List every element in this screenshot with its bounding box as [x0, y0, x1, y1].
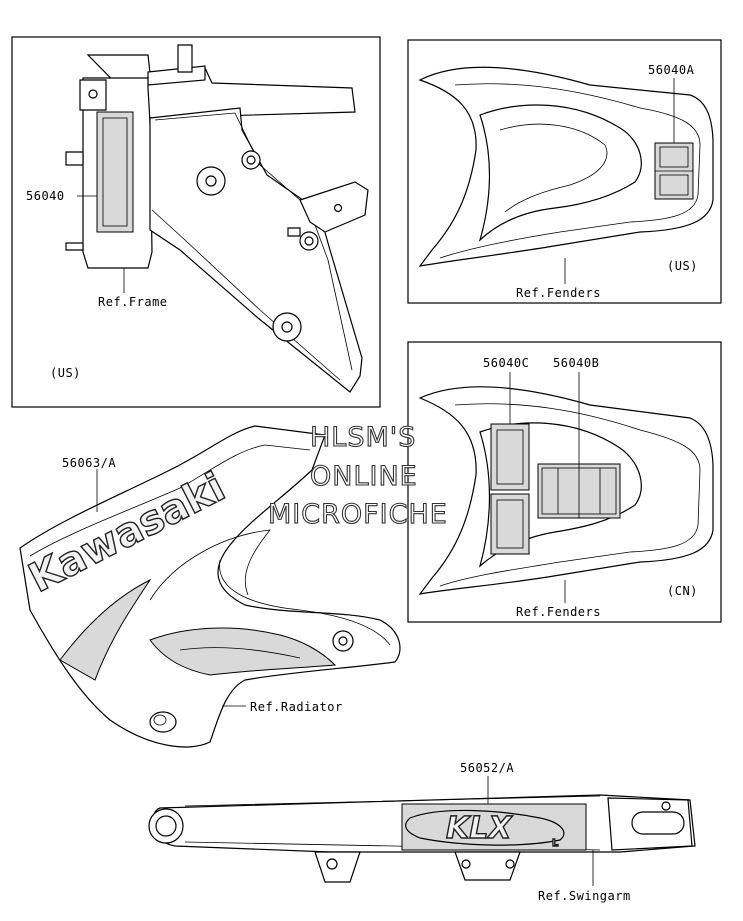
fender-us-region-label: (US) [667, 259, 698, 273]
fender-us-panel-border [407, 39, 722, 304]
ref-swingarm-label: Ref.Swingarm [538, 889, 631, 903]
ref-fenders-cn-label: Ref.Fenders [516, 605, 601, 619]
part-56052-label: 56052/A [460, 761, 514, 775]
fender-cn-region-label: (CN) [667, 584, 698, 598]
fender-us-drawing [418, 66, 714, 267]
part-56040C-label: 56040C [483, 356, 529, 370]
watermark-line-2: ONLINE [310, 461, 418, 492]
decal-56040 [96, 111, 134, 233]
watermark: HLSM'S ONLINE MICROFICHE [267, 421, 448, 530]
part-56040A-label: 56040A [648, 63, 695, 77]
part-56063-label: 56063/A [62, 456, 116, 470]
ref-fenders-us-label: Ref.Fenders [516, 286, 601, 300]
frame-panel-border [11, 36, 381, 408]
frame-region-label: (US) [50, 366, 81, 380]
fender-cn-panel-border [407, 341, 722, 623]
swingarm: KLX L [148, 794, 696, 883]
ref-frame-label: Ref.Frame [98, 295, 168, 309]
klx-logo-text: KLX [446, 811, 513, 846]
watermark-line-1: HLSM'S [310, 422, 416, 453]
decal-56040B [537, 463, 621, 519]
watermark-line-3: MICROFICHE [268, 499, 448, 530]
klx-logo-sub: L [552, 838, 559, 849]
ref-radiator-label: Ref.Radiator [250, 700, 343, 714]
part-56040B-label: 56040B [553, 356, 599, 370]
part-56040-label: 56040 [26, 189, 65, 203]
fender-cn-panel: 56040C 56040B (CN) Ref.Fenders [407, 341, 722, 623]
decal-56040A [654, 142, 694, 200]
frame-panel: 56040 Ref.Frame (US) [11, 36, 381, 408]
fender-us-panel: 56040A (US) Ref.Fenders [407, 39, 722, 304]
decal-56040C [490, 423, 530, 555]
radiator-shroud: Kawasaki [19, 425, 401, 748]
